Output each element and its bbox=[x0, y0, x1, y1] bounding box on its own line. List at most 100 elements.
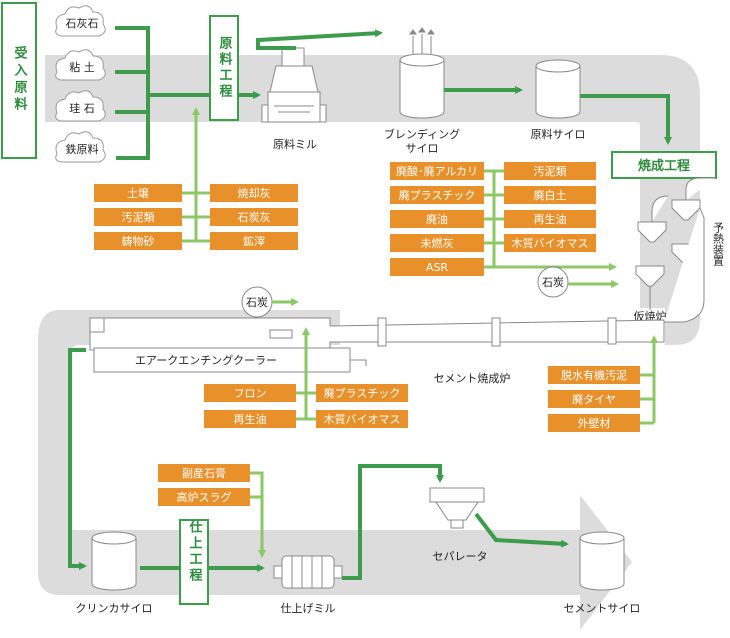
waste-box bbox=[158, 488, 250, 506]
kiln-to-clinker-arrow bbox=[68, 348, 87, 570]
waste-label: 未燃灰 bbox=[421, 236, 454, 250]
waste-label: 鉱滓 bbox=[243, 234, 265, 248]
finish-process-label: 仕上工程 bbox=[187, 519, 204, 584]
waste-box bbox=[390, 258, 484, 276]
waste-label: 木質バイオマス bbox=[324, 412, 401, 426]
finish-to-separator-arrow bbox=[342, 464, 444, 580]
waste-box bbox=[158, 464, 250, 482]
raw-material-label: 石灰石 bbox=[66, 16, 99, 30]
waste-kiln-group: フロン 廃プラスチック 再生油 木質バイオマス bbox=[204, 384, 408, 428]
preheater bbox=[635, 177, 716, 323]
waste-label: 再生油 bbox=[234, 412, 267, 426]
waste-box bbox=[390, 186, 484, 204]
raw-process-box: 原料工程 bbox=[209, 15, 239, 121]
waste-label: 廃酸･廃アルカリ bbox=[396, 164, 478, 178]
waste-kiln-connectors bbox=[296, 327, 316, 421]
waste-box bbox=[390, 210, 484, 228]
waste-box bbox=[94, 232, 182, 250]
rock-icon bbox=[55, 90, 106, 122]
waste-label: 廃白土 bbox=[534, 188, 567, 202]
waste-label: 鋳物砂 bbox=[122, 234, 155, 248]
waste-box bbox=[504, 162, 596, 180]
raw-materials-box: 受入原料 bbox=[1, 2, 37, 159]
cooler-label: エアークエンチングクーラー bbox=[135, 353, 277, 367]
waste-label: 外壁材 bbox=[578, 416, 611, 430]
waste-raw-group: 土壌 焼却灰 汚泥類 石炭灰 鋳物砂 鉱滓 bbox=[94, 184, 298, 250]
waste-box bbox=[548, 390, 640, 408]
raw-material-label: 珪 石 bbox=[69, 101, 95, 115]
preheater-label: 予熱装置 bbox=[712, 222, 725, 266]
raw-material-label: 粘 土 bbox=[69, 60, 95, 74]
finish-process-box: 仕上工程 bbox=[179, 519, 209, 605]
blending-silo-label: ブレンディング bbox=[384, 127, 460, 141]
waste-raw-connectors bbox=[182, 107, 210, 243]
waste-label: フロン bbox=[234, 387, 267, 400]
waste-box bbox=[504, 210, 596, 228]
raw-silo-to-firing-arrow bbox=[580, 94, 672, 145]
separator-label: セパレータ bbox=[433, 550, 488, 563]
waste-fuel-connectors bbox=[484, 169, 617, 271]
waste-label: 石炭灰 bbox=[238, 210, 271, 224]
firing-process-label: 焼成工程 bbox=[638, 158, 690, 174]
waste-box bbox=[316, 410, 408, 428]
waste-label: 高炉スラグ bbox=[177, 490, 232, 504]
waste-box bbox=[390, 234, 484, 252]
raw-silo-label: 原料サイロ bbox=[531, 127, 586, 141]
waste-label: 土壌 bbox=[127, 187, 149, 200]
waste-box bbox=[316, 384, 408, 402]
waste-label: 汚泥類 bbox=[122, 211, 155, 224]
waste-label: 焼却灰 bbox=[238, 186, 271, 200]
coal-circle-1: 石炭 bbox=[241, 286, 273, 318]
rock-icon bbox=[55, 5, 106, 37]
rock-icon bbox=[55, 131, 106, 163]
separator-to-cement-arrow bbox=[474, 512, 569, 548]
cement-silo bbox=[579, 531, 625, 591]
waste-calciner-group: 脱水有機汚泥 廃タイヤ 外壁材 bbox=[548, 366, 640, 432]
clinker-silo bbox=[91, 531, 137, 591]
waste-box bbox=[504, 186, 596, 204]
waste-box bbox=[210, 184, 298, 202]
raw-material-icons bbox=[55, 5, 106, 163]
cement-silo-label: セメントサイロ bbox=[564, 602, 641, 615]
waste-label: 汚泥類 bbox=[534, 165, 567, 178]
mill-to-blending-arrow bbox=[256, 29, 383, 50]
waste-box bbox=[548, 414, 640, 432]
waste-label: 木質バイオマス bbox=[512, 236, 589, 250]
coal-label: 石炭 bbox=[542, 276, 564, 289]
raw-material-label: 鉄原料 bbox=[66, 142, 99, 156]
waste-box bbox=[94, 208, 182, 226]
waste-box bbox=[204, 410, 296, 428]
coal-circle-2: 石炭 bbox=[537, 266, 569, 298]
raw-mill-label: 原料ミル bbox=[273, 137, 317, 151]
waste-label: 廃プラスチック bbox=[324, 386, 401, 400]
raw-collector-lines bbox=[115, 26, 215, 160]
waste-finish-connectors bbox=[250, 471, 266, 558]
waste-box bbox=[94, 184, 182, 202]
waste-label: 再生油 bbox=[534, 212, 567, 226]
finish-mill bbox=[273, 555, 343, 589]
waste-box bbox=[210, 208, 298, 226]
waste-fuel-group: 廃酸･廃アルカリ 汚泥類 廃プラスチック 廃白土 廃油 再生油 未燃灰 木質バイ… bbox=[390, 162, 596, 276]
waste-box bbox=[210, 232, 298, 250]
waste-label: 脱水有機汚泥 bbox=[561, 368, 627, 382]
raw-mill bbox=[261, 47, 327, 123]
waste-box bbox=[204, 384, 296, 402]
waste-label: 廃油 bbox=[426, 212, 448, 226]
waste-label: ASR bbox=[426, 261, 449, 274]
waste-calciner-connectors bbox=[640, 335, 658, 425]
finish-mill-label: 仕上げミル bbox=[281, 602, 336, 615]
blending-silo bbox=[399, 27, 445, 119]
raw-silo bbox=[535, 59, 581, 119]
raw-process-label: 原料工程 bbox=[217, 36, 233, 100]
clinker-silo-label: クリンカサイロ bbox=[76, 602, 153, 615]
coal-label: 石炭 bbox=[246, 296, 268, 309]
kiln-label: セメント焼成炉 bbox=[434, 372, 511, 385]
waste-box bbox=[390, 162, 484, 180]
raw-materials-title: 受入原料 bbox=[12, 45, 28, 114]
waste-label: 副産石膏 bbox=[182, 466, 226, 480]
waste-box bbox=[504, 234, 596, 252]
separator bbox=[429, 487, 485, 529]
waste-label: 廃タイヤ bbox=[572, 392, 616, 406]
blending-silo-label: サイロ bbox=[406, 142, 439, 155]
